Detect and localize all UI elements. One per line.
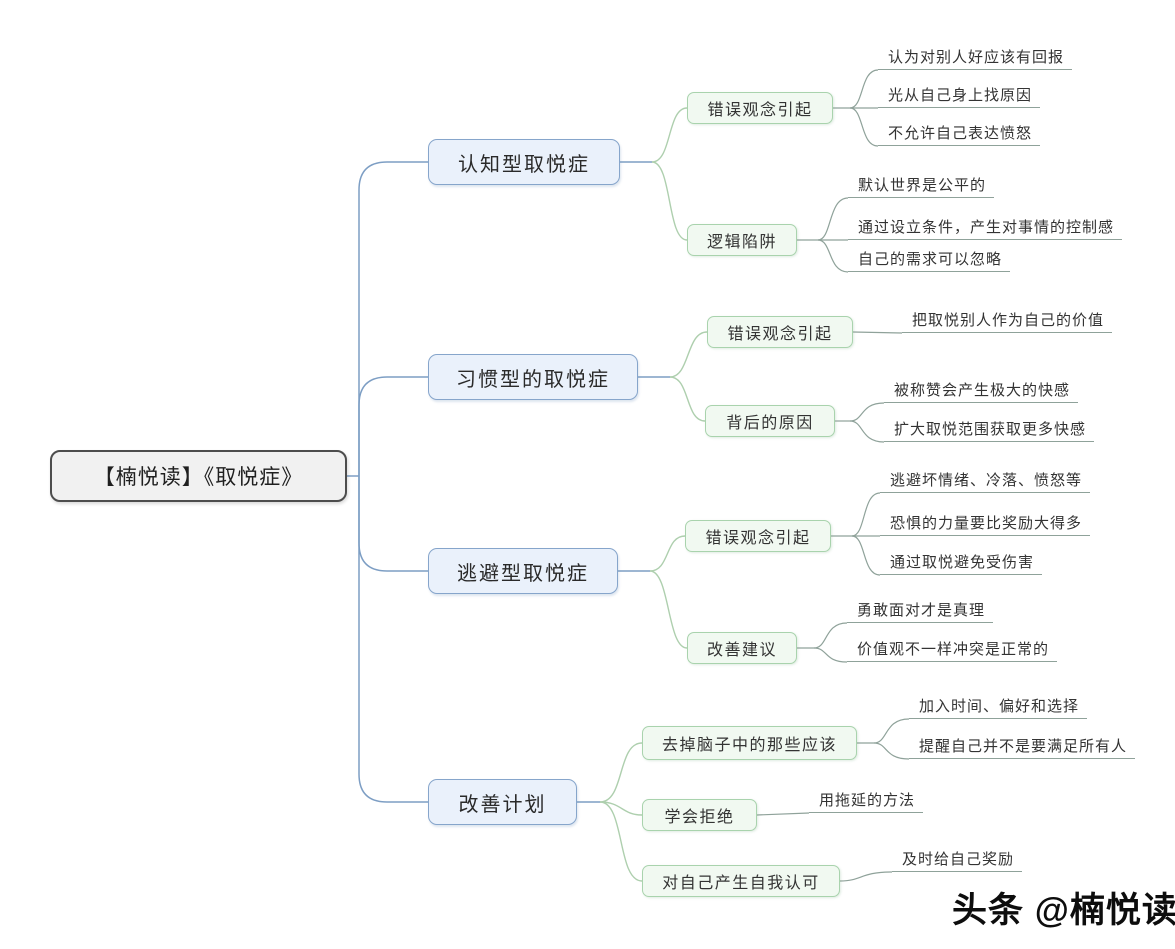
branch-avoidant[interactable]: 逃避型取悦症 <box>428 548 618 594</box>
child-self-approval[interactable]: 对自己产生自我认可 <box>642 865 840 897</box>
leaf-node[interactable]: 提醒自己并不是要满足所有人 <box>909 736 1136 759</box>
leaf-node[interactable]: 把取悦别人作为自己的价值 <box>902 310 1113 333</box>
leaf-node[interactable]: 光从自己身上找原因 <box>878 85 1041 108</box>
leaf-node[interactable]: 扩大取悦范围获取更多快感 <box>884 419 1095 442</box>
leaf-node[interactable]: 价值观不一样冲突是正常的 <box>847 639 1058 662</box>
leaf-node[interactable]: 通过取悦避免受伤害 <box>880 552 1043 575</box>
branch-habitual[interactable]: 习惯型的取悦症 <box>428 354 638 400</box>
leaf-node[interactable]: 被称赞会产生极大的快感 <box>884 380 1079 403</box>
leaf-node[interactable]: 勇敢面对才是真理 <box>847 600 994 623</box>
branch-improvement-plan[interactable]: 改善计划 <box>428 779 577 825</box>
leaf-node[interactable]: 用拖延的方法 <box>809 790 924 813</box>
leaf-node[interactable]: 恐惧的力量要比奖励大得多 <box>880 513 1091 536</box>
child-logic-trap[interactable]: 逻辑陷阱 <box>687 224 797 256</box>
leaf-node[interactable]: 自己的需求可以忽略 <box>848 249 1011 272</box>
root-node[interactable]: 【楠悦读】《取悦症》 <box>50 450 347 502</box>
child-underlying-reason[interactable]: 背后的原因 <box>705 405 835 437</box>
child-wrong-beliefs-cognitive[interactable]: 错误观念引起 <box>687 92 833 124</box>
branch-cognitive[interactable]: 认知型取悦症 <box>428 139 620 185</box>
leaf-node[interactable]: 及时给自己奖励 <box>892 849 1023 872</box>
child-remove-shoulds[interactable]: 去掉脑子中的那些应该 <box>642 726 857 760</box>
child-wrong-beliefs-avoidant[interactable]: 错误观念引起 <box>685 520 831 552</box>
child-learn-to-refuse[interactable]: 学会拒绝 <box>642 799 757 831</box>
leaf-node[interactable]: 认为对别人好应该有回报 <box>878 47 1073 70</box>
child-wrong-beliefs-habitual[interactable]: 错误观念引起 <box>707 316 853 348</box>
leaf-node[interactable]: 默认世界是公平的 <box>848 175 995 198</box>
leaf-node[interactable]: 不允许自己表达愤怒 <box>878 123 1041 146</box>
leaf-node[interactable]: 加入时间、偏好和选择 <box>909 696 1088 719</box>
leaf-node[interactable]: 通过设立条件，产生对事情的控制感 <box>848 217 1123 240</box>
watermark-text: 头条 @楠悦读 <box>952 891 1175 930</box>
child-improvement-advice[interactable]: 改善建议 <box>687 632 797 664</box>
leaf-node[interactable]: 逃避坏情绪、冷落、愤怒等 <box>880 470 1091 493</box>
